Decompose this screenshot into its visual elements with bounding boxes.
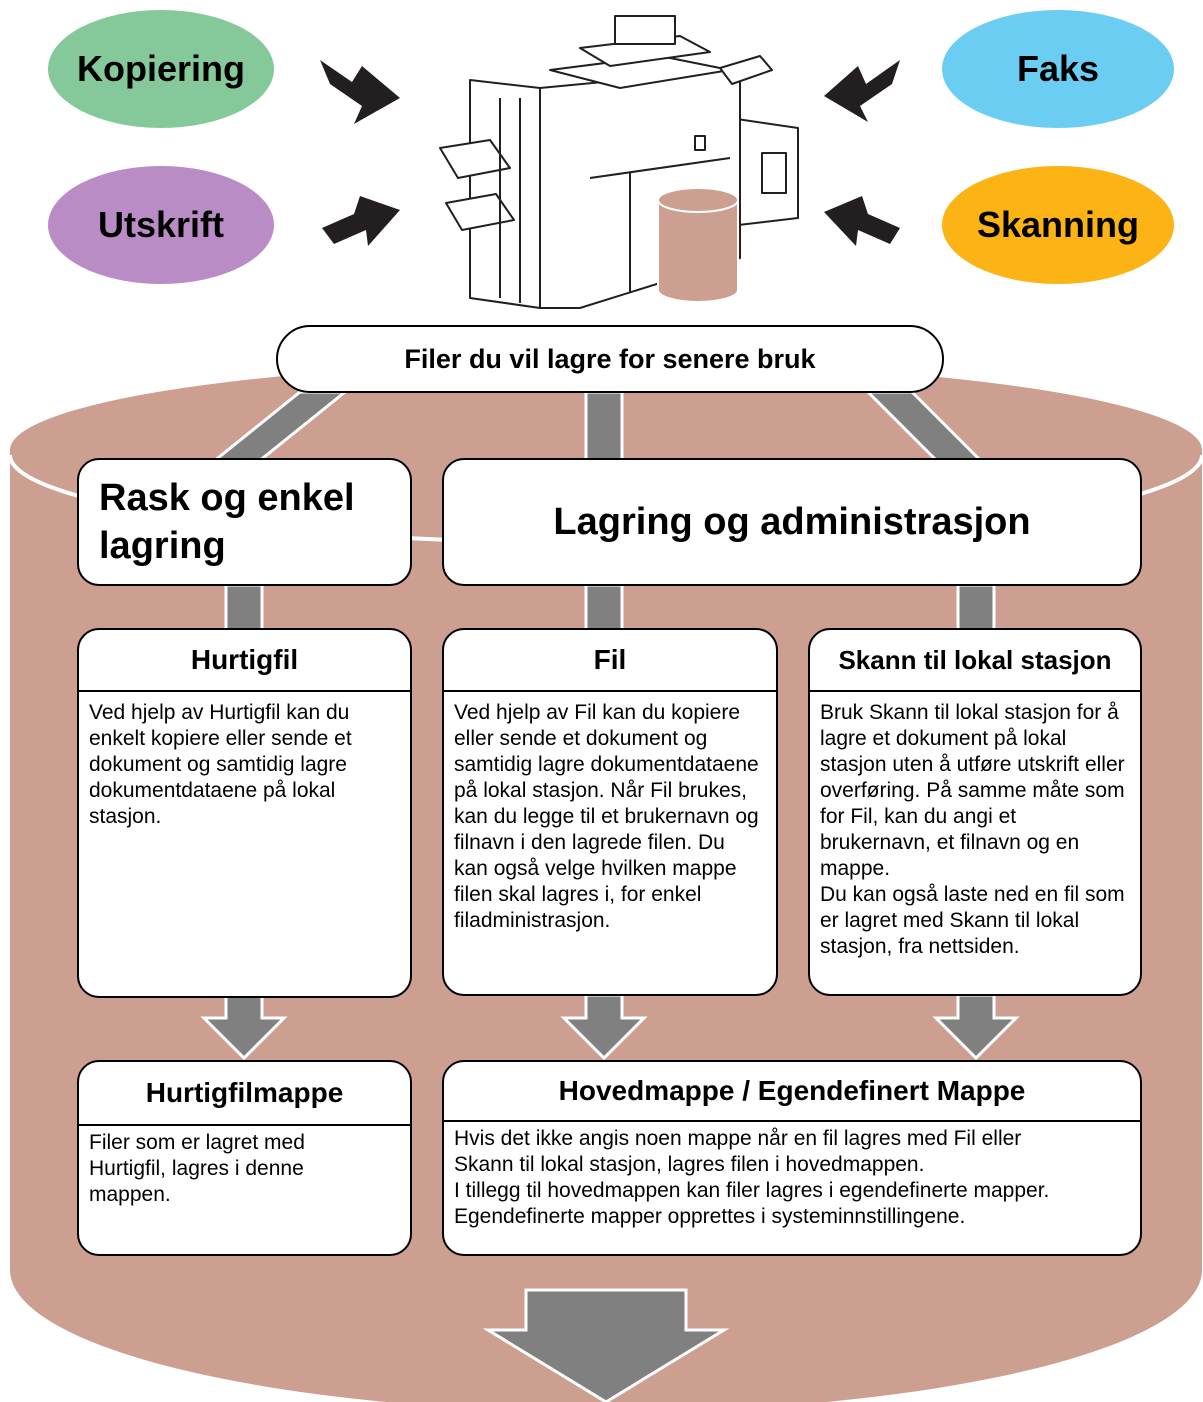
connector-quick-to-hurtigfil (224, 583, 264, 633)
printer-icon (439, 15, 799, 309)
feature-quick-file-title: Hurtigfil (190, 644, 299, 675)
feature-scan-local: Skann til lokal stasjon Bruk Skann til l… (808, 628, 1142, 996)
folder-quick-title: Hurtigfilmappe (145, 1077, 344, 1108)
folder-main-line3: I tillegg til hovedmappen kan filer lagr… (454, 1179, 1050, 1202)
feature-quick-file: Hurtigfil Ved hjelp av Hurtigfil kan du … (77, 628, 412, 998)
category-quick-line1: Rask og enkel (99, 477, 355, 519)
input-arrows (320, 60, 900, 246)
category-quick-line2: lagring (99, 525, 226, 567)
arrow-down-output (482, 1288, 730, 1402)
feature-scan-local-desc-1: Bruk Skann til lokal stasjon for å lagre… (820, 701, 1125, 880)
folder-main-line4: Egendefinerte mapper opprettes i systemi… (454, 1205, 966, 1228)
feature-scan-local-desc: Bruk Skann til lokal stasjon for å lagre… (820, 700, 1128, 960)
source-copy: Kopiering (48, 10, 274, 128)
feature-scan-local-title: Skann til lokal stasjon (838, 644, 1112, 675)
folder-quick: Hurtigfilmappe Filer som er lagret med H… (77, 1060, 412, 1256)
folder-main: Hovedmappe / Egendefinert Mappe Hvis det… (442, 1060, 1142, 1256)
arrow-left-icon (824, 60, 900, 122)
source-scan: Skanning (942, 166, 1174, 284)
hdd-icon (657, 187, 739, 303)
header-pill: Filer du vil lagre for senere bruk (276, 325, 944, 393)
feature-file: Fil Ved hjelp av Fil kan du kopiere elle… (442, 628, 778, 996)
arrow-down-quick (200, 993, 288, 1061)
feature-scan-local-desc-2: Du kan også laste ned en fil som er lagr… (820, 883, 1125, 958)
source-fax: Faks (942, 10, 1174, 128)
source-copy-label: Kopiering (77, 48, 245, 89)
folder-main-desc: Hvis det ikke angis noen mappe når en fi… (454, 1126, 1132, 1230)
folder-main-line1: Hvis det ikke angis noen mappe når en fi… (454, 1127, 1022, 1150)
feature-file-title: Fil (593, 644, 627, 675)
arrow-down-file (560, 993, 648, 1061)
connector-managed-to-scan (956, 583, 996, 633)
connector-managed-to-fil (584, 583, 624, 633)
arrow-right-icon (320, 60, 400, 124)
arrow-left-icon (824, 196, 900, 246)
feature-file-desc: Ved hjelp av Fil kan du kopiere eller se… (454, 701, 759, 932)
folder-main-line2: Skann til lokal stasjon, lagres filen i … (454, 1153, 925, 1176)
category-managed-title: Lagring og administrasjon (553, 500, 1031, 543)
feature-quick-file-desc: Ved hjelp av Hurtigfil kan du enkelt kop… (89, 701, 352, 828)
category-managed: Lagring og administrasjon (442, 458, 1142, 586)
source-fax-label: Faks (1016, 48, 1100, 89)
source-scan-label: Skanning (976, 204, 1140, 245)
folder-main-title: Hovedmappe / Egendefinert Mappe (558, 1075, 1026, 1106)
category-quick: Rask og enkel lagring (77, 458, 412, 586)
source-print: Utskrift (48, 166, 274, 284)
source-print-label: Utskrift (97, 204, 225, 245)
category-quick-title: Rask og enkel lagring (99, 474, 355, 570)
header-label: Filer du vil lagre for senere bruk (404, 343, 816, 374)
arrow-down-scan (932, 993, 1020, 1061)
arrow-right-icon (322, 196, 400, 246)
folder-quick-desc: Filer som er lagret med Hurtigfil, lagre… (89, 1131, 305, 1206)
